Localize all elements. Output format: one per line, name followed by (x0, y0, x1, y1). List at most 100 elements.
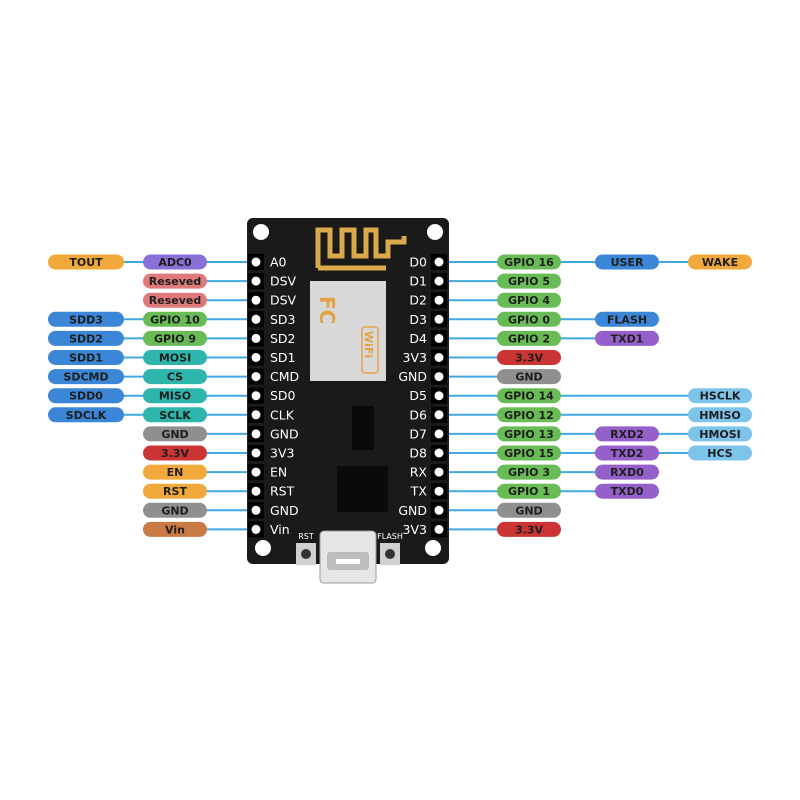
badge-label: HMOSI (699, 428, 741, 441)
usb-uart-chip (352, 406, 374, 450)
esp-module-shield (310, 281, 386, 381)
micro-usb-tongue (336, 559, 360, 564)
mounting-hole-bottom-right (425, 540, 441, 556)
pin-hole (251, 295, 261, 305)
pin-badge-txd0: TXD0 (595, 483, 659, 499)
pin-badge-flash: FLASH (595, 311, 659, 327)
badge-label: MISO (159, 390, 191, 403)
pin-badge-hmiso: HMISO (688, 407, 752, 423)
pin-badge-cs: CS (143, 369, 207, 385)
badge-pill (497, 330, 561, 346)
badge-pill (595, 254, 659, 270)
badge-pill (497, 311, 561, 327)
badge-label: SDCLK (66, 409, 107, 422)
right-pin-label: D4 (409, 331, 427, 346)
pin-hole (251, 276, 261, 286)
badge-pill (497, 445, 561, 461)
pin-badge-gpio-9: GPIO 9 (143, 330, 207, 346)
pin-hole (251, 429, 261, 439)
badge-label: WAKE (702, 256, 738, 269)
right-pin-label: RX (410, 465, 428, 480)
pin-badge-gpio-5: GPIO 5 (497, 273, 561, 289)
badge-pill (595, 311, 659, 327)
pin-badge-gpio-12: GPIO 12 (497, 407, 561, 423)
badge-label: USER (611, 256, 644, 269)
badge-label: SDD2 (69, 332, 103, 345)
badge-label: 3.3V (161, 447, 189, 460)
badge-label: GND (161, 428, 188, 441)
badge-pill (143, 464, 207, 480)
badge-pill (143, 426, 207, 442)
pin-badge-user: USER (595, 254, 659, 270)
left-pin-label: DSV (270, 293, 297, 308)
badge-pill (143, 311, 207, 327)
flash-button-label: FLASH (377, 532, 403, 541)
badge-pill (497, 369, 561, 385)
badge-label: MOSI (159, 352, 191, 365)
badge-pill (595, 445, 659, 461)
pin-hole (251, 505, 261, 515)
pin-badge-sdd1: SDD1 (48, 350, 124, 365)
pin-badge-vin: Vin (143, 521, 207, 537)
pin-badge-txd1: TXD1 (595, 330, 659, 346)
pin-hole (434, 429, 444, 439)
badge-label: GPIO 10 (150, 313, 200, 326)
badge-pill (143, 502, 207, 518)
left-pin-label: Vin (270, 522, 290, 537)
badge-label: ADC0 (158, 256, 192, 269)
pin-badge-gpio-4: GPIO 4 (497, 292, 561, 308)
badge-pill (143, 407, 207, 423)
pin-badge-sclk: SCLK (143, 407, 207, 423)
badge-pill (497, 502, 561, 518)
pin-badge-rst: RST (143, 483, 207, 499)
badge-label: HCS (707, 447, 732, 460)
badge-label: HSCLK (700, 390, 741, 403)
badge-label: GPIO 5 (508, 275, 550, 288)
badge-label: RST (163, 485, 187, 498)
badge-pill (497, 464, 561, 480)
flash-button-cap (385, 549, 395, 559)
badge-pill (595, 330, 659, 346)
pin-badge-sdd3: SDD3 (48, 311, 124, 327)
badge-label: SDD3 (69, 313, 103, 326)
right-pin-label: D6 (409, 407, 427, 422)
right-pin-label: D3 (409, 312, 427, 327)
left-pin-label: 3V3 (270, 446, 294, 461)
badge-label: GND (515, 504, 542, 517)
pin-hole (434, 410, 444, 420)
pin-badge-sdclk: SDCLK (48, 407, 124, 423)
badge-pill (497, 388, 561, 404)
right-pin-label: TX (410, 484, 428, 499)
badge-pill (595, 426, 659, 442)
badge-label: 3.3V (515, 523, 543, 536)
pin-hole (251, 467, 261, 477)
pin-badge-3-3v: 3.3V (143, 445, 207, 461)
badge-label: GND (161, 504, 188, 517)
badge-label: GPIO 14 (504, 390, 554, 403)
pin-badge-gnd: GND (497, 369, 561, 385)
pin-hole (251, 372, 261, 382)
badge-pill (497, 521, 561, 537)
left-pin-label: GND (270, 426, 299, 441)
right-pin-label: D8 (409, 446, 427, 461)
pin-badge-hsclk: HSCLK (688, 388, 752, 404)
badge-pill (143, 330, 207, 346)
badge-pill (143, 369, 207, 385)
badge-label: EN (167, 466, 184, 479)
pin-hole (434, 257, 444, 267)
badge-pill (688, 426, 752, 442)
pin-badge-gnd: GND (497, 502, 561, 518)
mounting-hole-bottom-left (255, 540, 271, 556)
pin-hole (434, 448, 444, 458)
pin-badge-tout: TOUT (48, 254, 124, 270)
badge-label: TXD2 (611, 447, 644, 460)
badge-label: GPIO 9 (154, 332, 196, 345)
pin-badge-adc0: ADC0 (143, 254, 207, 270)
pin-badge-gpio-2: GPIO 2 (497, 330, 561, 346)
left-pin-label: SD1 (270, 350, 296, 365)
left-pin-label: EN (270, 465, 287, 480)
badge-pill (497, 254, 561, 270)
